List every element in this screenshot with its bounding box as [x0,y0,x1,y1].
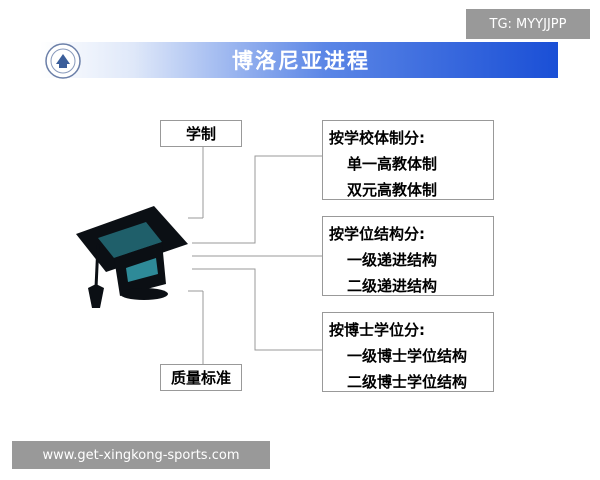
group-item: 一级博士学位结构 [347,347,468,365]
group-heading: 按博士学位分: [329,321,425,339]
slide-title: 博洛尼亚进程 [232,49,370,73]
group-item: 二级博士学位结构 [347,373,468,391]
title-bar [40,42,558,78]
group-school-system: 按学校体制分: 单一高教体制 双元高教体制 [322,120,494,200]
group-degree-structure: 按学位结构分: 一级递进结构 二级递进结构 [322,216,494,296]
university-logo [45,43,81,79]
label-quality-standard-text: 质量标准 [170,369,231,387]
label-quality-standard: 质量标准 [160,364,242,391]
label-xuezhi-text: 学制 [185,125,216,143]
group-item: 一级递进结构 [347,251,438,269]
group-item: 单一高教体制 [347,155,438,173]
url-watermark: www.get-xingkong-sports.com [12,441,270,469]
graduation-cap-icon [76,206,188,308]
tg-watermark: TG: MYYJJPP [466,9,590,39]
group-heading: 按学位结构分: [329,225,425,243]
group-item: 二级递进结构 [347,277,438,295]
group-doctoral-degree: 按博士学位分: 一级博士学位结构 二级博士学位结构 [322,312,494,392]
label-xuezhi: 学制 [160,120,242,147]
group-item: 双元高教体制 [347,181,438,199]
group-heading: 按学校体制分: [329,129,425,147]
